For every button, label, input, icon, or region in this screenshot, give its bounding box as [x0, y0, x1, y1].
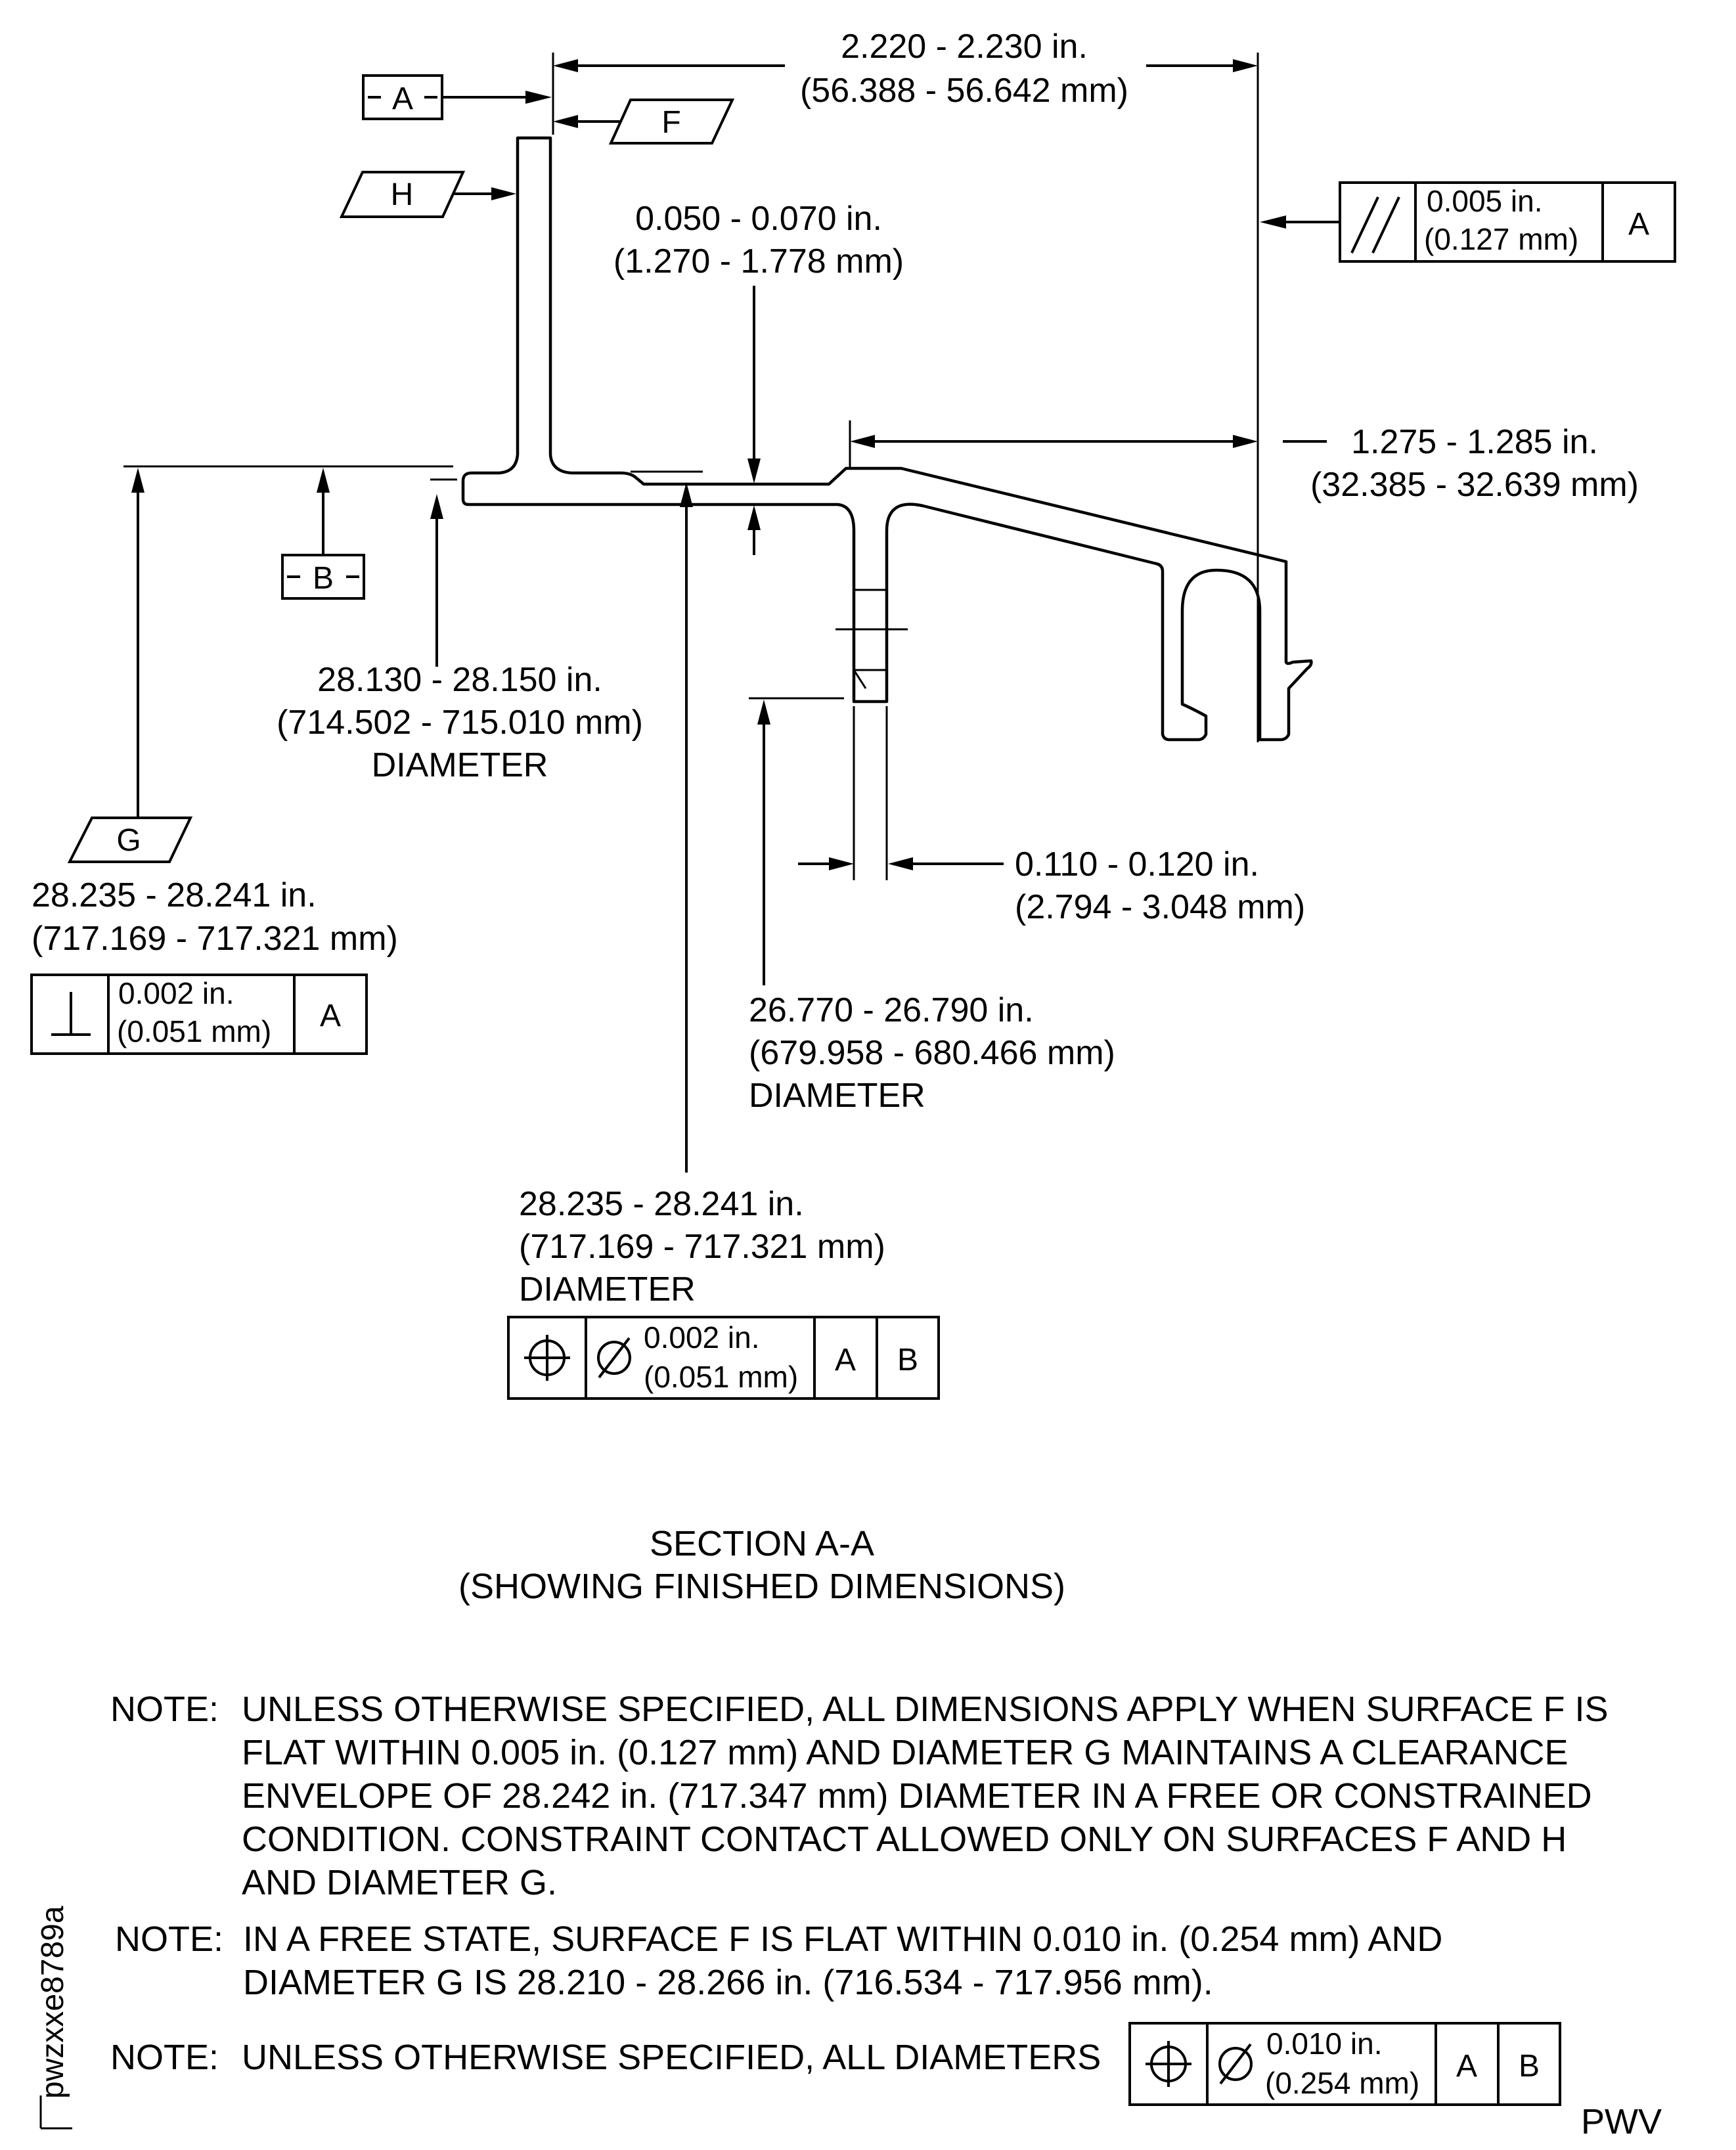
note-position-frame: [1128, 2022, 1561, 2106]
datum-a-label: A: [392, 81, 413, 116]
note-2-label: NOTE:: [115, 1919, 223, 1959]
overall-dim-in: 2.220 - 2.230 in.: [841, 28, 1088, 66]
diameter-icon: [1218, 2043, 1253, 2085]
note-pos-tol-mm: (0.254 mm): [1265, 2066, 1419, 2100]
position-diameter-dimension: 28.235 - 28.241 in. (717.169 - 717.321 m…: [519, 482, 885, 1309]
note-1-line: ENVELOPE OF 28.242 in. (717.347 mm) DIAM…: [242, 1776, 1592, 1816]
perp-tol-mm: (0.051 mm): [117, 1014, 271, 1048]
parallelism-fcf: 0.005 in. (0.127 mm) A: [1260, 181, 1676, 263]
perpendicularity-fcf: 0.002 in. (0.051 mm) A: [30, 974, 368, 1055]
note-position-fcf: 0.010 in. (0.254 mm) A B: [1128, 2022, 1561, 2106]
note-1-line: AND DIAMETER G.: [242, 1863, 557, 1902]
pos-tol-mm: (0.051 mm): [644, 1360, 798, 1394]
position-frame: [507, 1316, 940, 1400]
hook-dimension: 1.275 - 1.285 in. (32.385 - 32.639 mm): [849, 420, 1639, 504]
datum-f-label: F: [661, 105, 680, 140]
pos-dia-mm: (717.169 - 717.321 mm): [519, 1228, 885, 1266]
datum-f-frame: [608, 99, 735, 145]
pos-dia-in: 28.235 - 28.241 in.: [519, 1185, 804, 1223]
datum-h-label: H: [391, 177, 414, 212]
overall-dimension: 2.220 - 2.230 in. (56.388 - 56.642 mm): [552, 28, 1259, 742]
datum-f-feature: F: [553, 99, 735, 145]
note-3-label: NOTE:: [110, 2038, 219, 2077]
datum-h-frame: [339, 171, 466, 218]
parallelism-icon: [1350, 196, 1400, 254]
parallelism-tol-mm: (0.127 mm): [1424, 222, 1578, 256]
flange-thk-in: 0.050 - 0.070 in.: [635, 200, 882, 238]
b-dia-in: 28.130 - 28.150 in.: [317, 661, 602, 699]
datum-b-feature: B: [281, 468, 365, 600]
note-1-line: FLAT WITHIN 0.005 in. (0.127 mm) AND DIA…: [242, 1733, 1568, 1772]
wall-dim-in: 0.110 - 0.120 in.: [1015, 845, 1259, 884]
parallelism-tol-in: 0.005 in.: [1427, 184, 1542, 218]
source-tag: PWV: [1581, 2102, 1662, 2141]
note-1: NOTE: UNLESS OTHERWISE SPECIFIED, ALL DI…: [110, 1690, 1609, 1902]
datum-a-feature: A: [362, 74, 552, 120]
datum-g-feature: G 28.235 - 28.241 in. (717.169 - 717.321…: [32, 468, 398, 958]
note-pos-datum-a: A: [1456, 2049, 1477, 2084]
datum-b-diameter-dimension: 28.130 - 28.150 in. (714.502 - 715.010 m…: [277, 494, 643, 784]
flange-thk-mm: (1.270 - 1.778 mm): [613, 242, 904, 280]
datum-b-label: B: [313, 561, 334, 596]
pos-dia-word: DIAMETER: [519, 1270, 696, 1309]
parallelism-datum: A: [1628, 207, 1649, 242]
perp-tol-in: 0.002 in.: [118, 976, 234, 1010]
note-1-label: NOTE:: [110, 1690, 219, 1729]
note-pos-datum-b: B: [1519, 2049, 1540, 2084]
note-3: NOTE: UNLESS OTHERWISE SPECIFIED, ALL DI…: [110, 2038, 1101, 2077]
note-2: NOTE: IN A FREE STATE, SURFACE F IS FLAT…: [115, 1919, 1442, 2002]
datum-g-label: G: [116, 823, 141, 858]
pos-datum-a: A: [835, 1343, 856, 1377]
g-dia-mm: (717.169 - 717.321 mm): [32, 920, 398, 958]
note-pos-tol-in: 0.010 in.: [1266, 2027, 1382, 2061]
hook-dim-in: 1.275 - 1.285 in.: [1351, 423, 1598, 461]
flange-thickness-dimension: 0.050 - 0.070 in. (1.270 - 1.778 mm): [613, 200, 904, 555]
perp-datum: A: [320, 998, 341, 1033]
section-subtitle: (SHOWING FINISHED DIMENSIONS): [458, 1567, 1065, 1606]
wall-thickness-dimension: 0.110 - 0.120 in. (2.794 - 3.048 mm): [798, 706, 1305, 926]
perpendicularity-icon: [51, 992, 91, 1036]
datum-h-feature: H: [339, 171, 516, 218]
note-3-line: UNLESS OTHERWISE SPECIFIED, ALL DIAMETER…: [242, 2038, 1101, 2077]
b-dia-word: DIAMETER: [372, 746, 548, 784]
pos-datum-b: B: [897, 1343, 918, 1377]
overall-dim-mm: (56.388 - 56.642 mm): [800, 72, 1128, 110]
inner-diameter-dimension: 26.770 - 26.790 in. (679.958 - 680.466 m…: [749, 697, 1115, 1115]
note-2-line: IN A FREE STATE, SURFACE F IS FLAT WITHI…: [243, 1919, 1442, 1959]
part-step-line: [853, 669, 867, 689]
position-icon: [524, 1335, 570, 1381]
pos-tol-in: 0.002 in.: [644, 1320, 759, 1355]
figure-id: pwzxxe8789a: [35, 1906, 70, 2099]
part-section: [461, 136, 1313, 742]
inner-dia-mm: (679.958 - 680.466 mm): [749, 1034, 1115, 1072]
inner-dia-word: DIAMETER: [749, 1077, 925, 1115]
datum-g-frame: [67, 817, 193, 863]
hook-dim-mm: (32.385 - 32.639 mm): [1310, 466, 1639, 504]
position-fcf: 0.002 in. (0.051 mm) A B: [507, 1316, 940, 1400]
g-dia-in: 28.235 - 28.241 in.: [32, 876, 317, 914]
note-1-line: UNLESS OTHERWISE SPECIFIED, ALL DIMENSIO…: [242, 1690, 1609, 1729]
section-title: SECTION A-A: [650, 1524, 874, 1563]
note-2-line: DIAMETER G IS 28.210 - 28.266 in. (716.5…: [243, 1963, 1213, 2002]
note-1-line: CONDITION. CONSTRAINT CONTACT ALLOWED ON…: [242, 1820, 1567, 1859]
diameter-icon: [597, 1337, 631, 1379]
b-dia-mm: (714.502 - 715.010 mm): [277, 704, 643, 742]
part-outline: [461, 136, 1313, 742]
inner-dia-in: 26.770 - 26.790 in.: [749, 991, 1034, 1029]
perpendicularity-frame: [30, 974, 368, 1055]
wall-dim-mm: (2.794 - 3.048 mm): [1015, 888, 1305, 926]
position-icon: [1146, 2041, 1191, 2087]
